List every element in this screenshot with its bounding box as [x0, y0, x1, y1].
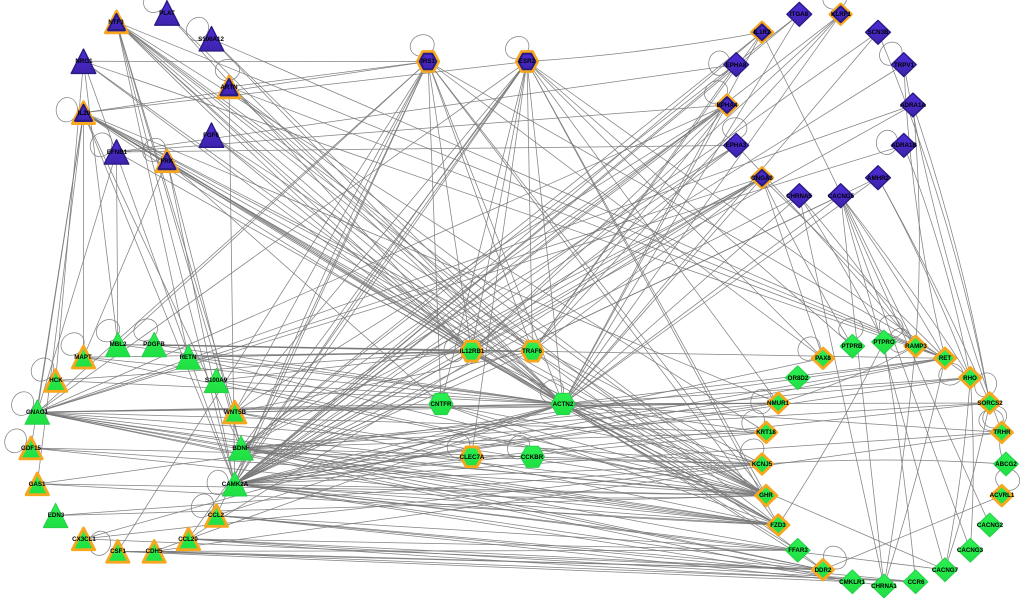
svg-text:S100A12: S100A12: [198, 36, 224, 43]
svg-text:CACNG5: CACNG5: [828, 193, 855, 200]
svg-text:CHRNA1: CHRNA1: [871, 583, 897, 590]
svg-text:CCL2: CCL2: [208, 512, 225, 519]
svg-text:RETN: RETN: [180, 354, 197, 361]
svg-text:CCR6: CCR6: [908, 579, 925, 586]
svg-text:CCKBR: CCKBR: [521, 454, 544, 461]
svg-text:RET: RET: [939, 355, 952, 362]
svg-text:SORCS2: SORCS2: [977, 400, 1003, 407]
svg-text:CACNG3: CACNG3: [957, 547, 984, 554]
svg-text:CACNG2: CACNG2: [977, 522, 1004, 529]
svg-text:EPHA4: EPHA4: [717, 102, 738, 109]
svg-text:BDNF: BDNF: [232, 445, 249, 452]
svg-text:KLRF1: KLRF1: [831, 11, 851, 18]
svg-text:IL20: IL20: [78, 110, 91, 117]
svg-text:DDR2: DDR2: [815, 567, 832, 574]
svg-text:NMUR1: NMUR1: [767, 400, 790, 407]
svg-text:ADRA1A: ADRA1A: [900, 102, 926, 109]
svg-text:RAMP3: RAMP3: [905, 343, 927, 350]
svg-text:S100A9: S100A9: [205, 377, 228, 384]
svg-text:NRG1: NRG1: [75, 58, 93, 65]
svg-text:CNGA3: CNGA3: [751, 175, 773, 182]
svg-text:MAPT: MAPT: [74, 354, 92, 361]
svg-text:TRPV1: TRPV1: [894, 62, 915, 69]
svg-text:EDN3: EDN3: [48, 512, 65, 519]
svg-text:RHO: RHO: [963, 375, 977, 382]
svg-text:ABCG2: ABCG2: [995, 461, 1017, 468]
svg-text:CLEC7A: CLEC7A: [460, 454, 485, 461]
svg-text:ESR2: ESR2: [519, 58, 536, 65]
svg-text:IL12RB1: IL12RB1: [460, 348, 485, 355]
svg-text:IL1R2: IL1R2: [754, 29, 771, 36]
svg-text:GDF15: GDF15: [21, 445, 42, 452]
svg-text:CX3CL1: CX3CL1: [72, 536, 96, 543]
svg-text:ARTN: ARTN: [220, 84, 238, 91]
svg-text:CCL20: CCL20: [178, 536, 198, 543]
svg-text:CACNG7: CACNG7: [932, 567, 959, 574]
svg-text:PDGFB: PDGFB: [143, 341, 165, 348]
svg-text:FFAR3: FFAR3: [788, 547, 808, 554]
svg-text:CSF1: CSF1: [110, 548, 126, 555]
svg-text:ADRA1B: ADRA1B: [891, 142, 917, 149]
svg-text:PTPRO: PTPRO: [873, 339, 895, 346]
svg-text:FRK: FRK: [161, 158, 174, 165]
svg-text:ACVRL1: ACVRL1: [990, 492, 1015, 499]
svg-text:GAS1: GAS1: [29, 481, 46, 488]
svg-text:KCNJ5: KCNJ5: [752, 461, 773, 468]
svg-text:SCN3B: SCN3B: [868, 29, 890, 36]
svg-text:FZD3: FZD3: [770, 522, 786, 529]
svg-text:CAMK2A: CAMK2A: [222, 481, 249, 488]
svg-text:IRS1: IRS1: [421, 58, 435, 65]
svg-text:GNAO1: GNAO1: [26, 409, 49, 416]
svg-text:MBL2: MBL2: [110, 341, 127, 348]
svg-text:CMKLR1: CMKLR1: [839, 579, 865, 586]
svg-text:HCK: HCK: [49, 377, 63, 384]
svg-text:EPHA3: EPHA3: [726, 142, 747, 149]
svg-text:ITGA8: ITGA8: [790, 11, 809, 18]
svg-text:WNT5B: WNT5B: [224, 409, 247, 416]
svg-text:EFNB1: EFNB1: [107, 149, 128, 156]
svg-text:PTPRB: PTPRB: [842, 343, 864, 350]
svg-text:TRHR: TRHR: [993, 429, 1011, 436]
svg-text:CNTFR: CNTFR: [431, 401, 452, 408]
svg-text:OR8D2: OR8D2: [788, 375, 809, 382]
svg-text:KRT18: KRT18: [756, 429, 776, 436]
svg-text:CDH5: CDH5: [146, 548, 163, 555]
svg-text:ACTN2: ACTN2: [553, 401, 574, 408]
svg-text:FGF6: FGF6: [203, 132, 219, 139]
svg-text:AMHR2: AMHR2: [867, 175, 890, 182]
svg-text:EPHA8: EPHA8: [726, 62, 747, 69]
svg-text:TRAF6: TRAF6: [522, 348, 542, 355]
svg-text:GHR: GHR: [759, 492, 773, 499]
svg-text:CHRNA5: CHRNA5: [786, 193, 812, 200]
svg-text:PLAT: PLAT: [159, 10, 175, 17]
svg-text:PAX8: PAX8: [815, 355, 831, 362]
svg-text:NTF3: NTF3: [108, 19, 124, 26]
